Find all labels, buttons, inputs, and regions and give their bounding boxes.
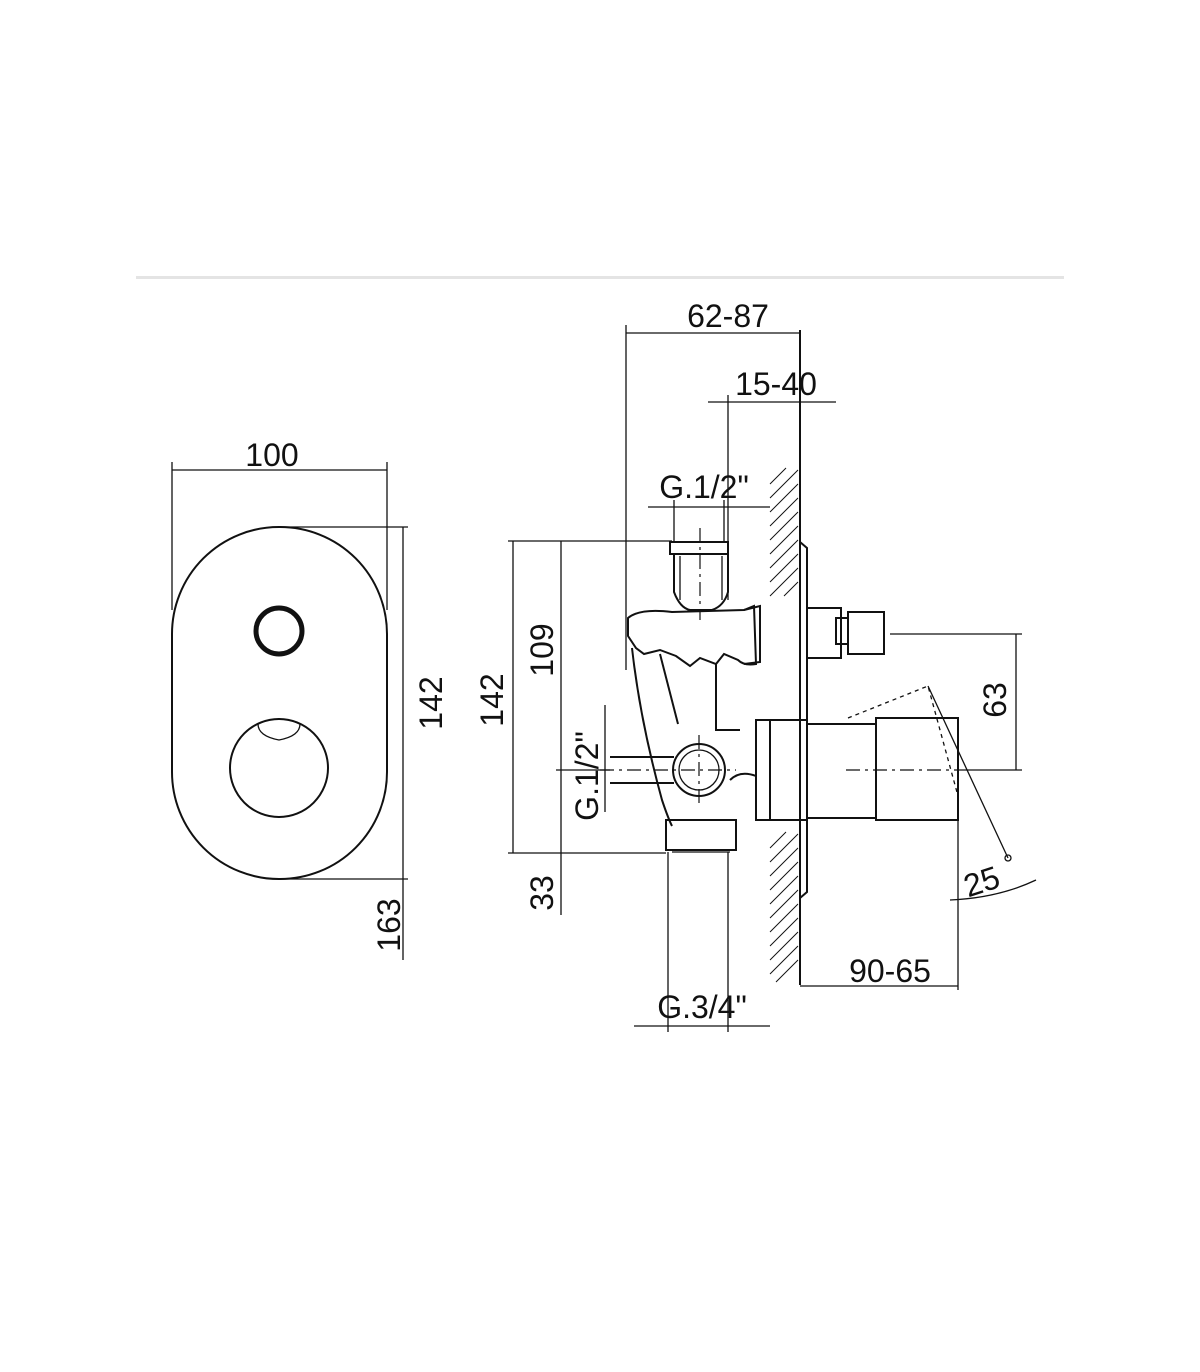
side-view: 62-87 15-40 G.1/2" 142 109 33 G.1/2" G.3… xyxy=(474,298,1037,1032)
front-width-label: 100 xyxy=(245,437,298,473)
top-divider xyxy=(136,276,1064,279)
dim-25-label: 25 xyxy=(959,859,1004,904)
dim-109-label: 109 xyxy=(524,623,560,676)
dim-25-arc xyxy=(949,879,1037,901)
wall-hatch-upper xyxy=(769,467,799,597)
thermostat-handle xyxy=(755,685,1012,862)
front-total-label: 163 xyxy=(371,898,407,951)
front-view: 100 142 163 xyxy=(171,437,449,960)
dim-63-label: 63 xyxy=(977,682,1013,718)
cover-plate xyxy=(171,526,388,880)
dim-side-thread-label: G.1/2" xyxy=(569,731,605,821)
dim-62-87-label: 62-87 xyxy=(687,298,769,334)
wall-hatch-lower xyxy=(769,831,799,983)
thermostat-knob xyxy=(229,718,329,818)
dim-bottom-thread-label: G.3/4" xyxy=(657,989,747,1025)
diverter-button xyxy=(253,605,305,657)
dim-90-65-label: 90-65 xyxy=(849,953,931,989)
dim-top-thread-label: G.1/2" xyxy=(659,469,749,505)
knob-indicator xyxy=(257,718,301,741)
diverter-spindle xyxy=(806,607,885,659)
front-height-label: 142 xyxy=(413,676,449,729)
dim-side-142-label: 142 xyxy=(474,673,510,726)
dim-33-label: 33 xyxy=(524,875,560,911)
dim-15-40-label: 15-40 xyxy=(735,366,817,402)
mixer-body xyxy=(610,541,761,853)
